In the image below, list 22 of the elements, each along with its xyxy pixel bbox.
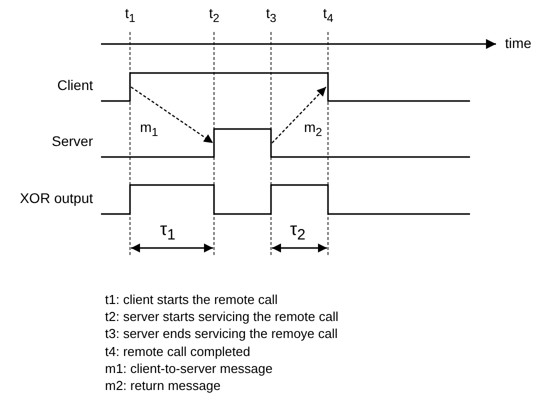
time-tick-label: t$_{2}$ (209, 6, 220, 26)
time-tick-label: t$_{1}$ (125, 6, 136, 26)
note-text: t4: remote call completed (105, 344, 250, 359)
signal-label: Server (52, 134, 93, 150)
time-tick-label: t$_{3}$ (266, 6, 276, 26)
signal-label: Client (57, 78, 93, 94)
signal-label: XOR output (20, 191, 93, 206)
time-tick-label: t$_{4}$ (323, 6, 334, 26)
axis-label: time (505, 36, 532, 52)
note-text: t2: server starts servicing the remote call (105, 310, 338, 324)
waveform (101, 72, 470, 102)
message-arrow (272, 86, 326, 144)
note-text: m2: return message (105, 379, 221, 394)
edge-label: m$_{2}$ (304, 120, 322, 140)
note-text: t1: client starts the remote call (105, 293, 278, 308)
note-text: m1: client-to-server message (105, 362, 273, 376)
edge-label: m$_{1}$ (140, 120, 158, 140)
waveform (101, 184, 470, 215)
interval-label: τ$_{1}$ (160, 220, 176, 244)
note-text: t3: server ends servicing the remoye call (105, 327, 338, 342)
interval-label: τ$_{2}$ (290, 220, 306, 244)
message-arrow (130, 86, 214, 144)
